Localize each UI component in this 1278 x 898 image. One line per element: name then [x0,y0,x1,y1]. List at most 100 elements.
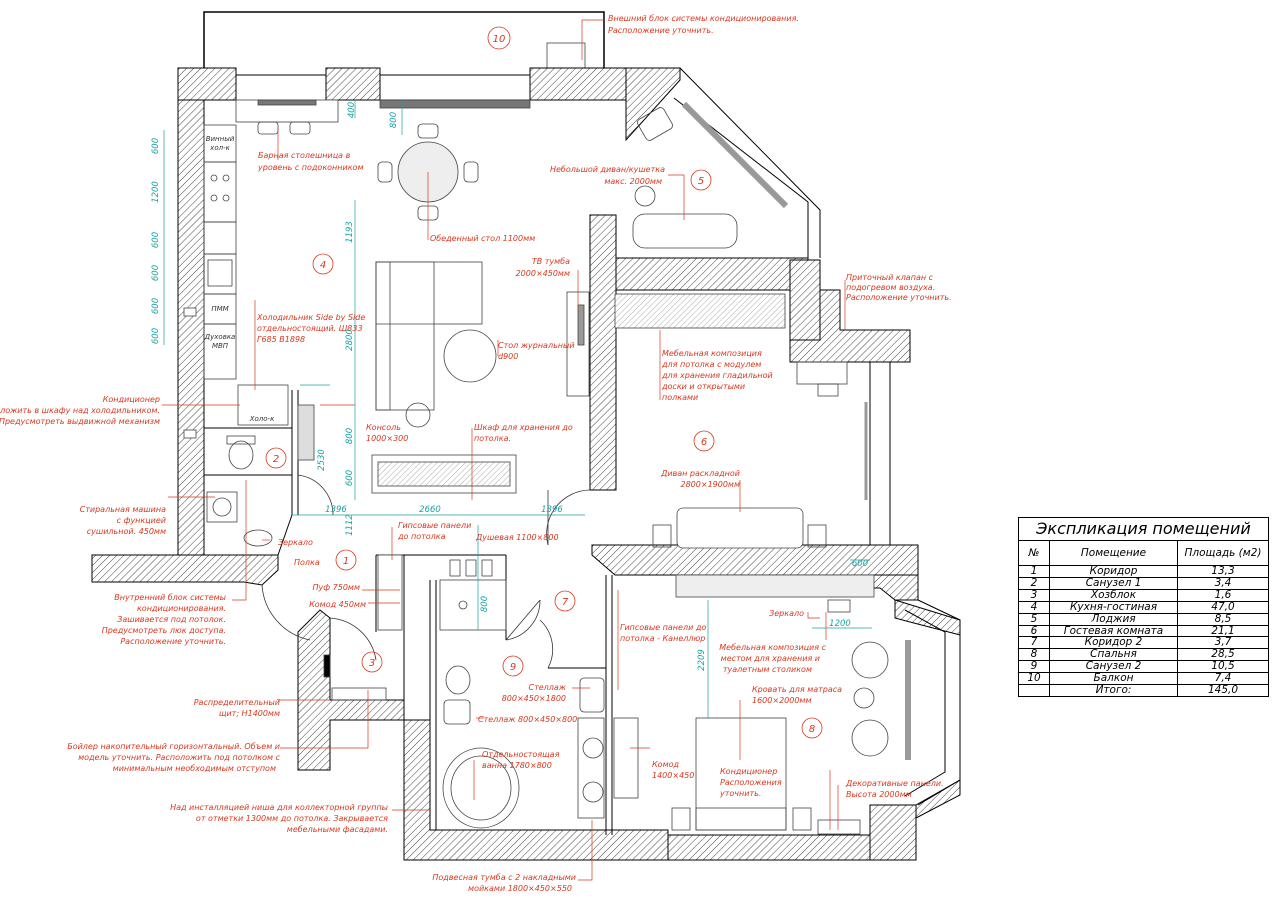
note-conditioner-1: Кондиционер [103,395,160,404]
legend-header-area: Площадь (м2) [1177,541,1268,566]
note-sofa-small-2: макс. 2000мм [604,177,662,186]
note-washer-1: Стиральная машина [80,505,166,514]
cell-area: 10,5 [1177,660,1268,674]
note-rack1-2: 800×450×1800 [502,694,566,703]
cell-room: Спальня [1049,648,1178,662]
note-bar-1: Барная столешница в [258,151,351,160]
note-sofa-small-1: Небольшой диван/кушетка [550,165,665,174]
note-ac-outdoor-1: Внешний блок системы кондиционирования. [608,14,799,23]
label-oven-2: МВП [212,342,229,350]
cell-area: 47,0 [1177,601,1268,614]
cell-room: Хозблок [1049,589,1178,602]
room-number: 10 [493,34,506,45]
note-bed-2: 1600×2000мм [752,696,812,705]
note-boiler-1: Бойлер накопительный горизонтальный. Объ… [67,742,280,751]
cell-area: 28,5 [1177,648,1268,662]
legend-header-num: № [1019,541,1050,566]
cell-num: 7 [1019,636,1050,650]
note-chest2-2: 1400×450 [652,771,694,780]
room-number: 9 [510,662,516,673]
note-wardrobe-1: Шкаф для хранения до [474,423,573,432]
note-bar-2: уровень с подоконником [257,163,363,172]
note-table: Обеденный стол 1100мм [430,234,535,243]
note-vent-1: Приточный клапан с [846,273,934,282]
note-panel-2: щит; Н1400мм [219,709,280,718]
cell-num [1019,684,1050,696]
guest-room-furniture [614,293,868,549]
dim: 600 [852,559,868,569]
note-rack2: Стеллаж 800×450×800 [478,715,577,724]
room-legend: Экспликация помещений № Помещение Площад… [1018,517,1269,697]
note-conditioner-2: Расположить в шкафу над холодильником. [0,406,160,415]
label-fridge-small: Холо-к [249,415,275,423]
note-fridge-3: Г685 В1898 [257,335,305,344]
cell-room: Балкон [1049,672,1178,686]
note-sofa-bed-1: Диван раскладной [660,469,740,478]
note-gypsum2-1: Гипсовые панели до [620,623,706,632]
room-number: 3 [369,658,375,669]
cell-room: Лоджия [1049,613,1178,626]
note-mirror2: Зеркало [769,609,804,618]
cell-num: 9 [1019,660,1050,674]
room-number: 8 [809,724,815,735]
dim: 1112 [345,514,355,536]
note-bed-1: Кровать для матраса [752,685,842,694]
cell-num: 8 [1019,648,1050,662]
cell-area: 8,5 [1177,613,1268,626]
room-numbers: 1 2 3 4 5 6 7 8 9 10 [265,26,823,739]
dim: 2530 [317,449,327,471]
cell-area: 13,3 [1177,565,1268,578]
note-vanity-1: Подвесная тумба с 2 накладными [432,873,576,882]
note-gypsum2-2: потолка - Канеллюр [620,634,705,643]
note-vent-2: подогревом воздуха. [846,283,935,292]
note-furniture-5: полками [662,393,698,402]
cell-room: Коридор [1049,565,1178,578]
note-furniture-bed-3: туалетным столиком [723,665,812,674]
dim: 2660 [419,505,441,515]
dim: 600 [151,232,161,248]
legend-title: Экспликация помещений [1019,518,1268,541]
note-furniture-1: Мебельная композиция [662,349,762,358]
dim: 400 [347,102,357,118]
note-console-1: Консоль [366,423,401,432]
note-sofa-bed-2: 2800×1900мм [681,480,741,489]
dim: 800 [480,596,490,612]
note-rack1-1: Стеллаж [528,683,566,692]
cell-room: Санузел 1 [1049,577,1178,590]
note-vent-3: Расположение уточнить. [846,293,952,302]
room-number: 7 [562,597,569,608]
note-furniture-bed-2: местом для хранения и [721,654,820,663]
legend-header-room: Помещение [1049,541,1178,566]
dim: 2209 [697,649,707,671]
note-tv-2: 2000×450мм [516,269,570,278]
note-chest1: Комод 450мм [309,600,366,609]
note-vanity-2: мойками 1800×450×550 [468,884,572,893]
walls [91,67,961,861]
note-indoor-ac-3: Зашивается под потолок. [117,615,226,624]
dimensions: 600 1200 600 600 600 600 400 800 1193 28… [151,102,868,671]
cell-area: 21,1 [1177,625,1268,638]
note-niche-2: от отметки 1300мм до потолка. Закрываетс… [196,814,388,823]
note-gypsum1-2: до потолка [397,532,446,541]
note-washer-3: сушильной. 450мм [87,527,166,536]
dim: 1396 [325,505,347,515]
cell-total-area: 145,0 [1207,684,1239,697]
note-bath-2: ванна 1780×800 [482,761,552,770]
note-fridge-2: отдельностоящий. Ш833 [257,324,363,333]
label-pmm: ПММ [211,305,228,313]
dim: 800 [345,428,355,444]
note-pouf: Пуф 750мм [313,583,360,592]
label-wine-2: хол-к [209,144,230,152]
note-boiler-3: минимальным необходимым отступом [113,764,276,773]
label-wine-1: Винный [206,135,235,143]
room-number: 4 [320,260,326,271]
dim: 600 [345,470,355,486]
bedroom-furniture [671,574,911,835]
dim: 1193 [345,221,355,243]
